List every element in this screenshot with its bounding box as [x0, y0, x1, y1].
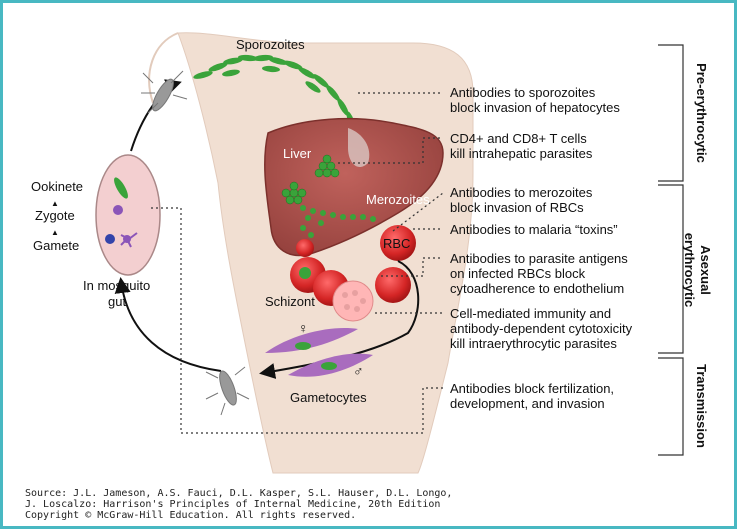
merozoites	[300, 205, 376, 238]
mosquito-gut	[95, 154, 161, 276]
liver-schizonts	[281, 154, 340, 205]
source-line-3: Copyright © McGraw-Hill Education. All r…	[25, 510, 357, 521]
label-zygote: Zygote	[35, 208, 75, 223]
female-symbol: ♀	[298, 320, 309, 336]
male-symbol: ♂	[353, 363, 364, 379]
dotted-leaders	[151, 92, 444, 434]
label-ookinete: Ookinete	[31, 179, 84, 194]
label-schizont: Schizont	[265, 294, 315, 309]
liver	[264, 117, 444, 257]
gametocytes	[265, 328, 373, 377]
schizont-cell	[332, 280, 374, 322]
arrow-up-1: ▲	[51, 199, 59, 208]
label-rbc: RBC	[383, 236, 411, 251]
arrow-up-2: ▲	[51, 228, 59, 237]
mosquito-bottom	[205, 366, 250, 416]
rbc-cell	[380, 225, 416, 261]
label-mosquito-gut-2: gut	[108, 294, 127, 309]
label-gametocytes: Gametocytes	[290, 390, 367, 405]
label-gamete: Gamete	[33, 238, 80, 253]
source-line-1: Source: J.L. Jameson, A.S. Fauci, D.L. K…	[25, 488, 453, 499]
label-sporozoites: Sporozoites	[236, 37, 305, 52]
stage-transmission: Transmission	[694, 364, 709, 448]
malaria-lifecycle-illustration	[95, 32, 684, 474]
annotation-toxin-antibodies: Antibodies to malaria “toxins”	[450, 222, 618, 237]
label-liver: Liver	[283, 146, 312, 161]
label-merozoites: Merozoites	[366, 192, 430, 207]
mosquito-top	[141, 70, 188, 114]
torso-silhouette	[177, 32, 474, 474]
source-line-2: J. Loscalzo: Harrison's Principles of In…	[25, 499, 441, 510]
annotation-transmission-block: Antibodies block fertilization,developme…	[450, 381, 615, 411]
stage-brackets	[658, 44, 684, 456]
stage-pre-erythrocytic: Pre-erythrocytic	[694, 63, 709, 163]
label-mosquito-gut-1: In mosquito	[83, 278, 151, 293]
